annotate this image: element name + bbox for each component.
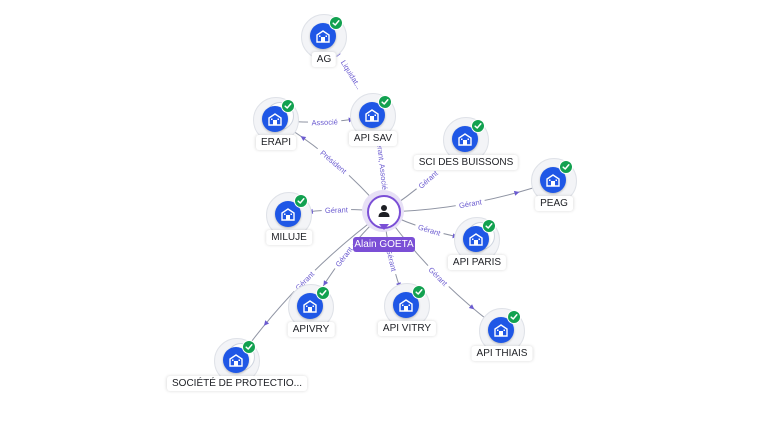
company-label-peag[interactable]: PEAG	[535, 196, 573, 211]
edge-label-group-peag: Gérant	[454, 195, 486, 211]
edge-label-ag: Liquidat...	[339, 59, 364, 91]
verified-check-icon	[242, 340, 256, 354]
company-label-apivry[interactable]: APIVRY	[287, 322, 335, 337]
company-label-scidesbuissons[interactable]: SCI DES BUISSONS	[413, 155, 519, 170]
verified-check-icon	[482, 219, 496, 233]
verified-check-icon	[316, 286, 330, 300]
verified-check-icon	[507, 310, 521, 324]
person-pin-tip	[379, 224, 389, 230]
edge-label-bg	[307, 116, 342, 128]
edge-label-bg	[334, 51, 369, 98]
edge-arrow-apivry	[323, 280, 329, 286]
company-label-miluje[interactable]: MILUJE	[266, 230, 312, 245]
verified-check-icon	[412, 285, 426, 299]
edge-arrow-apithiais	[468, 304, 475, 310]
verified-check-icon	[329, 16, 343, 30]
edge-label-bg	[454, 195, 486, 211]
edge-label-bg	[413, 220, 445, 239]
edge-label-bg	[330, 241, 357, 272]
verified-check-icon	[281, 99, 295, 113]
edge-arrow-societe	[263, 320, 270, 326]
edge-label-erapi: Président	[318, 148, 349, 176]
edge-label-bg	[413, 165, 443, 193]
building-icon	[297, 293, 323, 319]
person-node[interactable]	[362, 190, 404, 232]
edge-label-apiparis: Gérant	[417, 223, 442, 238]
company-label-apithiais[interactable]: API THIAIS	[471, 346, 533, 361]
edge-label-group-apiparis: Gérant	[413, 220, 445, 239]
edge-label-group-apisav: Associé	[307, 116, 342, 128]
company-label-societe[interactable]: SOCIÉTÉ DE PROTECTIO...	[166, 376, 308, 391]
edge-label-bg	[321, 204, 352, 216]
edge-label-bg	[373, 130, 391, 197]
edge-label-bg	[383, 244, 401, 276]
company-node-peag[interactable]	[531, 158, 577, 204]
edge-label-peag: Gérant	[458, 197, 483, 210]
edge-label-group-miluje: Gérant	[321, 204, 352, 216]
company-label-erapi[interactable]: ERAPI	[255, 135, 297, 150]
verified-check-icon	[294, 194, 308, 208]
edge-arrow-erapi	[300, 136, 307, 142]
company-label-apivitry[interactable]: API VITRY	[377, 321, 437, 336]
edge-label-apisav: Associé	[311, 117, 338, 127]
edge-label-miluje: Gérant	[325, 205, 349, 215]
person-label[interactable]: Alain GOETA	[353, 237, 415, 252]
person-icon	[367, 195, 401, 229]
verified-check-icon	[378, 95, 392, 109]
company-label-ag[interactable]: AG	[311, 52, 337, 67]
edge-label-bg	[314, 144, 353, 179]
edge-label-group-erapi: Président	[314, 144, 353, 179]
company-label-apisav[interactable]: API SAV	[348, 131, 398, 146]
edge-label-bg	[424, 262, 453, 291]
company-node-apiparis[interactable]	[454, 217, 500, 263]
company-label-apiparis[interactable]: API PARIS	[447, 255, 507, 270]
edge-arrow-peag	[513, 190, 520, 196]
building-icon	[488, 317, 514, 343]
verified-check-icon	[559, 160, 573, 174]
verified-check-icon	[471, 119, 485, 133]
